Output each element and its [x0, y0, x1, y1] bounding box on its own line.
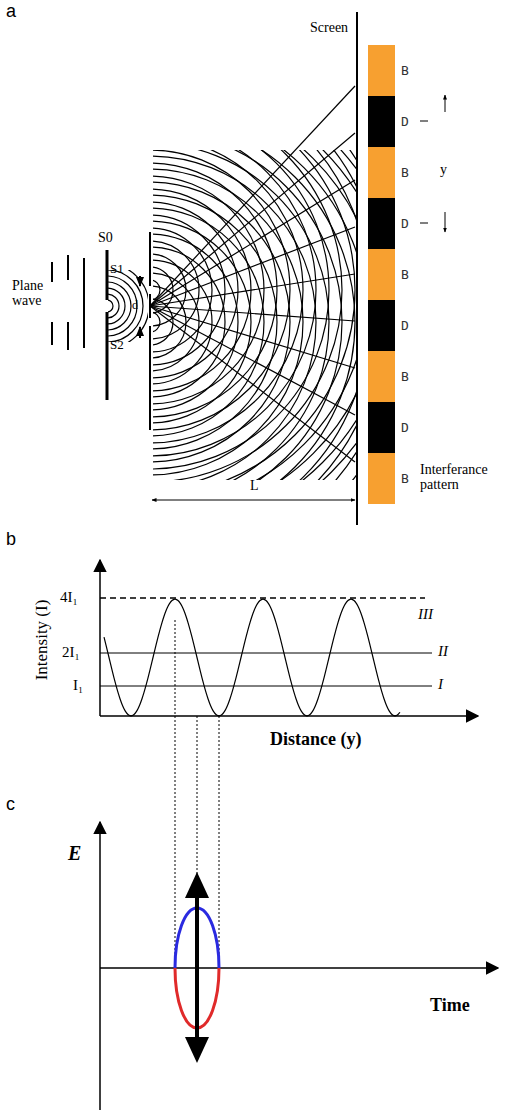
- ray: [150, 180, 355, 306]
- distance-l-dimension: [152, 500, 355, 501]
- fringe-band: [368, 198, 395, 249]
- ray: [150, 306, 355, 321]
- fringe-letter: D: [401, 114, 409, 129]
- dark-fringe: D: [368, 198, 428, 249]
- ray: [150, 306, 355, 462]
- wavefront: [153, 150, 356, 480]
- bright-fringe: B: [368, 249, 428, 300]
- fringe-spacing-label: y: [440, 162, 447, 177]
- axis-title: Distance (y): [270, 730, 361, 750]
- panel-letter: c: [6, 795, 15, 815]
- tick-label: 2I₁: [62, 644, 80, 661]
- wavefront: [153, 150, 356, 480]
- field-vectors: [185, 872, 209, 1063]
- dark-fringe: D: [368, 300, 428, 351]
- tick-label: 4I₁: [60, 589, 78, 606]
- wavefront: [153, 150, 355, 480]
- wavefront: [153, 189, 251, 391]
- fringe-letter: B: [401, 63, 409, 78]
- wavefront: [108, 282, 131, 330]
- ray: [150, 306, 355, 368]
- tick-label: I₁: [73, 677, 83, 694]
- wavefront: [153, 150, 356, 480]
- axis-title: Intensity (I): [33, 600, 52, 681]
- wavefront: [153, 202, 238, 378]
- wavefront: [153, 150, 356, 480]
- wavefront: [153, 150, 290, 430]
- bright-fringe: B: [368, 453, 428, 504]
- wavefront: [108, 270, 148, 342]
- slit-label: S0: [98, 230, 113, 245]
- pattern-label: Interferance pattern: [420, 462, 510, 493]
- diffracted-waves: [108, 270, 148, 342]
- fringe-band: [368, 300, 395, 351]
- fringe-band: [368, 96, 395, 147]
- wavefront: [108, 288, 125, 324]
- separation-label: d: [132, 299, 138, 312]
- curve-label: III: [418, 606, 433, 623]
- interference-curve: [104, 599, 400, 716]
- fringe-letter: B: [401, 369, 409, 384]
- ray: [150, 306, 355, 415]
- screen-label: Screen: [310, 20, 348, 35]
- wavefront: [108, 270, 143, 342]
- fringe-letter: B: [401, 165, 409, 180]
- slit-barrier-s1-s2: [140, 232, 150, 430]
- fringe-band: [368, 402, 395, 453]
- fringe-rays: [150, 86, 355, 462]
- wavefront: [153, 150, 356, 480]
- wavefront: [108, 276, 137, 336]
- wavefront: [153, 150, 356, 480]
- panel-letter: b: [6, 530, 16, 550]
- wavefront: [108, 300, 113, 312]
- fringe-letter: D: [401, 318, 409, 333]
- slit-label: S1: [110, 262, 124, 276]
- distance-label: L: [250, 478, 259, 493]
- fringe-band: [368, 351, 395, 402]
- wavefront: [108, 294, 119, 318]
- ray: [150, 274, 355, 306]
- ray: [150, 227, 355, 306]
- curve-label: II: [438, 643, 448, 660]
- bright-fringe: B: [368, 351, 428, 402]
- plane-wave: [52, 255, 84, 350]
- dark-fringe: D: [368, 96, 428, 147]
- fringe-letter: D: [401, 216, 409, 231]
- fringe-letter: B: [401, 267, 409, 282]
- fringe-letter: B: [401, 471, 409, 486]
- interfering-waves: [153, 150, 356, 480]
- ray: [150, 133, 355, 306]
- bright-fringe: B: [368, 147, 428, 198]
- field-axes: [100, 822, 498, 1110]
- wavefront: [153, 312, 160, 332]
- intensity-axes: [100, 560, 478, 716]
- bright-fringe: B: [368, 45, 428, 96]
- wavefront: [153, 150, 316, 456]
- wavefront: [153, 150, 355, 480]
- wavefront: [153, 247, 225, 397]
- fringe-band: [368, 45, 395, 96]
- wavefront: [153, 150, 356, 480]
- panel-letter: a: [6, 2, 16, 22]
- fringe-band: [368, 147, 395, 198]
- wavefront: [153, 150, 356, 480]
- wavefront: [153, 273, 199, 371]
- dark-fringe: D: [368, 402, 428, 453]
- wavefront: [153, 182, 290, 462]
- screen-line: [356, 12, 358, 525]
- ray: [150, 86, 355, 306]
- fringe-band: [368, 453, 395, 504]
- fringe-letter: D: [401, 420, 409, 435]
- axis-title: E: [68, 842, 81, 864]
- slit-label: S2: [110, 338, 124, 352]
- wave-label: Plane wave: [12, 278, 58, 309]
- curve-label: I: [438, 676, 443, 693]
- fringe-band: [368, 249, 395, 300]
- wavefront: [153, 169, 303, 475]
- axis-title: Time: [430, 996, 470, 1016]
- slit-barrier-s0: [106, 250, 109, 400]
- wavefront: [153, 208, 264, 436]
